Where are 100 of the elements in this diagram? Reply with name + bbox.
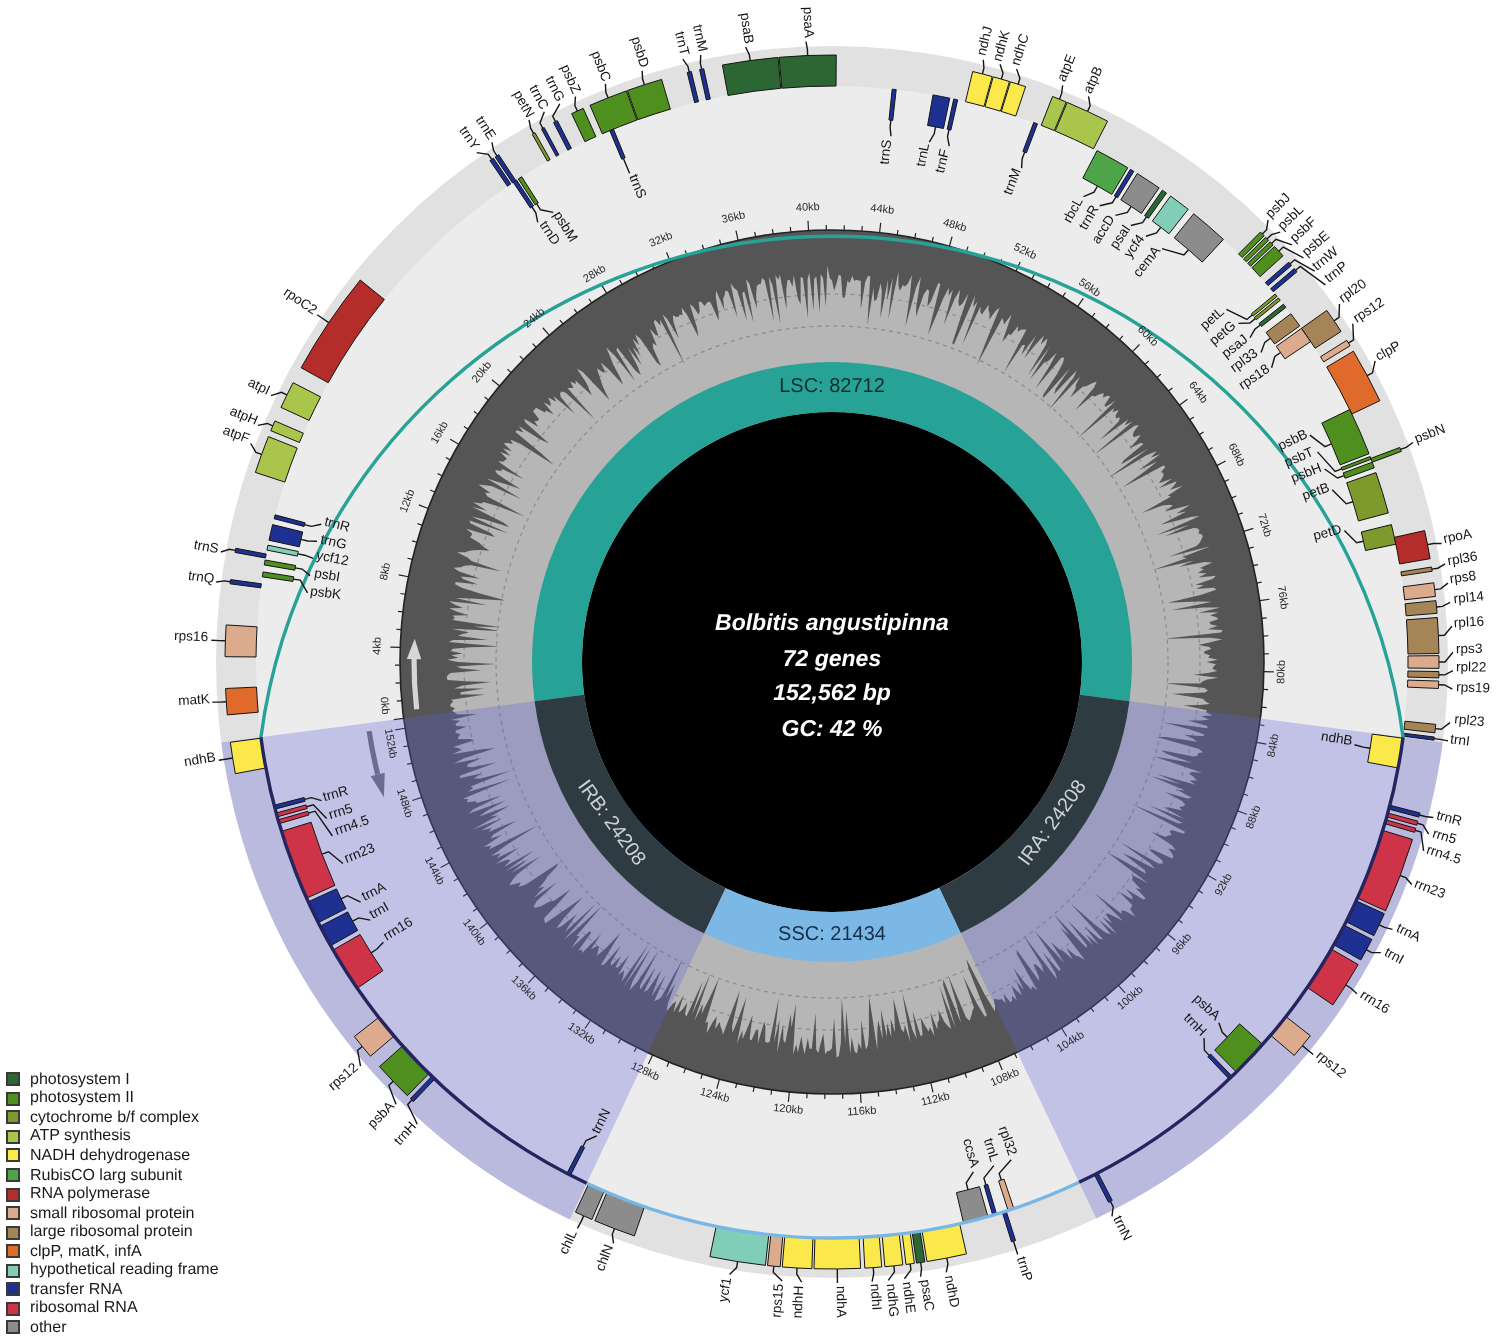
leader-line — [303, 796, 323, 802]
leader-line — [1353, 744, 1371, 749]
gene-block — [332, 934, 384, 989]
leader-line — [805, 40, 809, 57]
leader-line — [903, 1263, 912, 1280]
gene-block — [1402, 732, 1435, 741]
leader-line — [728, 1260, 739, 1276]
leader-line — [582, 1135, 598, 1148]
leader-line — [211, 701, 227, 703]
gene-block — [1402, 582, 1436, 601]
region-band — [534, 694, 726, 934]
leader-line — [321, 850, 344, 865]
legend-label: hypothetical reading frame — [30, 1262, 219, 1279]
leader-line — [1418, 814, 1434, 819]
leader-line — [1203, 1037, 1210, 1057]
leader-line — [604, 83, 609, 99]
gene-block — [489, 157, 512, 187]
gene-block — [1340, 456, 1372, 471]
gene-block — [229, 737, 267, 775]
leader-line — [1270, 238, 1293, 246]
gene-block — [273, 514, 306, 527]
legend-label: ribosomal RNA — [30, 1300, 138, 1317]
gene-block — [275, 804, 308, 818]
leader-line — [300, 538, 318, 542]
leader-line — [611, 1228, 616, 1244]
leader-line — [983, 1165, 995, 1186]
gene-block — [1113, 168, 1135, 199]
gene-block — [266, 544, 299, 557]
legend-label: large ribosomal protein — [30, 1224, 193, 1241]
leader-line — [1416, 822, 1430, 835]
leader-line — [796, 1267, 803, 1283]
gene-block — [1367, 733, 1404, 769]
region-label: LSC: 82712 — [779, 377, 885, 397]
gene-block — [1040, 95, 1067, 132]
gene-block — [998, 1178, 1015, 1211]
leader-line — [476, 152, 493, 161]
leader-line — [406, 1099, 418, 1125]
leader-line — [551, 103, 561, 123]
leader-line — [307, 810, 334, 837]
gene-block — [273, 797, 306, 810]
leader-line — [1015, 68, 1021, 85]
leader-line — [576, 1215, 585, 1230]
gene-block — [1243, 236, 1270, 263]
leader-line — [1438, 651, 1454, 663]
leader-line — [1012, 1240, 1019, 1256]
leader-line — [1345, 984, 1358, 995]
leader-line — [1114, 205, 1132, 217]
gene-block — [1258, 303, 1287, 327]
legend-label: NADH dehydrogenase — [30, 1147, 191, 1164]
leader-line — [965, 1171, 975, 1191]
leader-line — [682, 58, 690, 73]
leader-line — [641, 70, 646, 86]
leader-line — [250, 442, 263, 456]
leader-line — [1145, 226, 1162, 237]
leader-line — [340, 894, 362, 903]
leader-line — [292, 578, 309, 594]
gene-block — [1093, 1172, 1113, 1203]
gene-block — [277, 810, 310, 825]
gene-block — [229, 579, 262, 589]
gene-block — [263, 559, 297, 571]
legend-label: clpP, matK, infA — [30, 1243, 142, 1260]
leader-line — [1099, 196, 1117, 207]
leader-line — [1086, 95, 1091, 113]
region-band — [938, 694, 1130, 934]
gene-block — [1275, 327, 1312, 360]
leader-line — [1161, 247, 1190, 256]
leader-line — [220, 548, 237, 553]
gene-block — [379, 1045, 430, 1097]
leader-line — [1433, 582, 1449, 591]
gene-block — [307, 888, 347, 924]
gene-block — [984, 76, 1010, 112]
leader-line — [539, 110, 545, 129]
leader-line — [1426, 542, 1443, 546]
gene-block — [531, 132, 551, 162]
leader-line — [1365, 949, 1382, 954]
legend-label: small ribosomal protein — [30, 1205, 195, 1222]
leader-line — [1399, 441, 1414, 451]
gene-block — [609, 128, 626, 160]
gene-block — [1207, 1053, 1233, 1080]
gene-block — [1407, 655, 1440, 669]
gene-block — [1333, 924, 1373, 961]
gene-block — [553, 120, 572, 151]
leader-line — [1261, 219, 1269, 235]
leader-line — [1260, 337, 1272, 354]
gene-block — [1151, 195, 1189, 235]
gene-block — [1144, 189, 1167, 219]
gene-block — [1001, 1210, 1017, 1243]
gene-block — [1247, 241, 1274, 267]
gene-block — [566, 1145, 586, 1176]
leader-line — [1414, 829, 1425, 852]
gene-block — [1082, 150, 1129, 195]
gene-block — [1320, 339, 1351, 363]
leader-line — [998, 1159, 1012, 1181]
leader-line — [1333, 303, 1341, 322]
leader-line — [981, 59, 985, 75]
leader-line — [871, 1266, 875, 1283]
leader-line — [744, 46, 751, 62]
leader-line — [836, 1268, 839, 1284]
gene-block — [270, 420, 304, 443]
leader-line — [1237, 317, 1256, 325]
